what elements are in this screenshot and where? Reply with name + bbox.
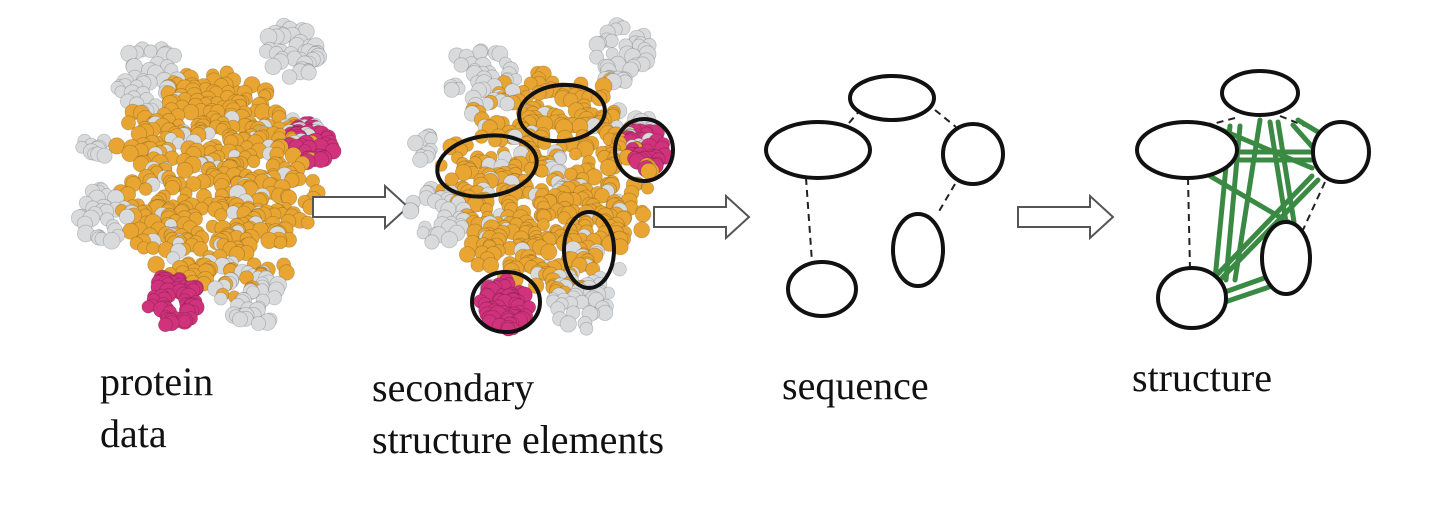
sse-ellipse-node — [1311, 120, 1371, 184]
atom-sphere — [146, 241, 161, 256]
sse-ellipse-node — [1260, 220, 1312, 296]
atom-sphere — [246, 285, 260, 300]
atom-sphere — [182, 104, 200, 121]
atom-sphere — [523, 76, 538, 91]
protein-data-molecule — [70, 17, 342, 333]
atom-sphere — [300, 215, 315, 230]
atom-sphere — [166, 47, 183, 64]
atom-sphere — [281, 69, 298, 85]
label-line: secondary — [372, 365, 535, 410]
atom-sphere — [564, 167, 578, 181]
atom-sphere — [157, 317, 173, 333]
atom-sphere — [102, 232, 121, 250]
atom-sphere — [214, 292, 228, 306]
label-line: protein — [100, 359, 214, 404]
arrow-3-icon — [1017, 193, 1115, 241]
sequence-nodes — [764, 74, 1005, 318]
sse-circle-right-top — [613, 117, 675, 183]
atom-sphere — [121, 115, 137, 131]
structure-graph — [1135, 69, 1371, 330]
atom-sphere — [300, 64, 317, 81]
atom-sphere — [138, 182, 153, 196]
sse-highlight-circles — [435, 82, 675, 334]
atom-sphere — [96, 147, 113, 164]
atom-sphere — [407, 134, 424, 152]
sse-ellipse-node — [764, 120, 872, 180]
atom-sphere — [458, 246, 476, 263]
arrow-2-icon — [653, 193, 751, 241]
label-line: data — [100, 411, 167, 456]
sse-circle-bottom — [470, 270, 542, 334]
label-protein-data: protein data — [100, 356, 213, 460]
atom-sphere — [214, 208, 228, 222]
label-secondary-structure-elements: secondary structure elements — [372, 362, 664, 466]
atom-sphere — [278, 264, 295, 281]
atom-sphere — [640, 162, 658, 180]
label-line: sequence — [782, 363, 929, 408]
atom-sphere — [412, 151, 429, 168]
atom-sphere — [634, 206, 652, 223]
label-structure: structure — [1132, 352, 1272, 404]
sse-ellipse-node — [786, 260, 858, 318]
sse-ellipse-node — [891, 212, 945, 288]
atom-sphere — [177, 314, 192, 329]
atom-sphere — [250, 315, 266, 331]
structure-nodes — [1135, 69, 1371, 330]
atom-sphere — [121, 144, 139, 163]
sse-ellipse-node — [848, 74, 936, 122]
label-sequence: sequence — [782, 360, 929, 412]
atom-sphere — [633, 221, 651, 239]
sse-ellipse-node — [1220, 69, 1300, 117]
atom-sphere — [424, 234, 440, 250]
atom-sphere — [440, 231, 458, 249]
atom-sphere — [164, 179, 181, 196]
atom-sphere — [540, 243, 558, 261]
atom-sphere — [499, 95, 516, 112]
sse-circle-left — [435, 133, 539, 199]
sse-circle-right — [562, 210, 616, 290]
label-line: structure — [1132, 355, 1272, 400]
atom-sphere — [579, 321, 594, 336]
sse-ellipse-node — [1156, 266, 1228, 330]
sequence-graph — [764, 74, 1005, 318]
atom-sphere — [641, 181, 655, 195]
atom-sphere — [559, 315, 577, 333]
atom-sphere — [604, 33, 619, 48]
atom-sphere — [453, 57, 469, 73]
atom-sphere — [264, 57, 282, 76]
atom-sphere — [231, 311, 248, 328]
atom-sphere — [443, 81, 460, 98]
atom-sphere — [612, 262, 627, 277]
atom-sphere — [401, 202, 420, 220]
sse-circle-top — [517, 82, 607, 144]
atom-sphere — [273, 235, 288, 250]
sse-ellipse-node — [941, 122, 1005, 186]
atom-sphere — [594, 188, 610, 204]
atom-sphere — [119, 208, 136, 225]
label-line: structure elements — [372, 417, 665, 462]
atom-sphere — [246, 154, 261, 169]
sse-ellipse-node — [1135, 120, 1239, 180]
arrow-1-icon — [312, 183, 410, 231]
atom-sphere — [176, 161, 194, 179]
atom-sphere — [599, 158, 618, 177]
atom-sphere — [143, 44, 158, 59]
atom-sphere — [569, 147, 582, 161]
atom-sphere — [589, 49, 605, 65]
atom-sphere — [141, 300, 155, 314]
